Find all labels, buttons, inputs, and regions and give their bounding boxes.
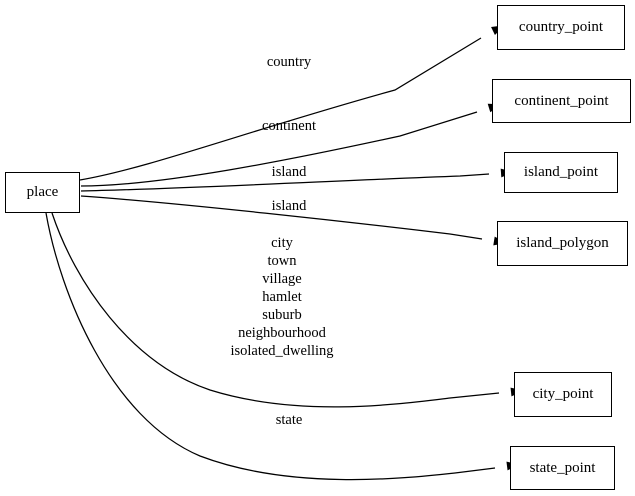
edge-label-place-state_point: state <box>276 413 303 428</box>
node-country_point[interactable]: country_point <box>497 5 625 50</box>
edge-label-place-city_point: city town village hamlet suburb neighbourhood… <box>230 234 333 360</box>
node-island_point[interactable]: island_point <box>504 152 618 193</box>
node-label-continent_point: continent_point <box>514 92 609 109</box>
edge-label-line: island <box>271 198 307 214</box>
node-state_point[interactable]: state_point <box>510 446 615 490</box>
edge-label-place-continent_point: continent <box>262 119 316 134</box>
node-label-state_point: state_point <box>529 459 596 476</box>
edge-label-line: isolated_dwelling <box>230 343 334 359</box>
edge-place-island_polygon <box>80 195 483 240</box>
edge-label-place-country_point: country <box>267 55 311 70</box>
edge-label-line: town <box>267 253 297 269</box>
edge-place-city_point <box>51 212 500 408</box>
edge-label-place-island_polygon: island <box>272 199 307 214</box>
edge-place-island_point <box>80 173 490 192</box>
edge-label-place-island_point: island <box>272 165 307 180</box>
edge-place-continent_point <box>80 111 478 187</box>
edge-label-line: neighbourhood <box>238 325 326 341</box>
edge-label-line: state <box>275 412 303 428</box>
node-label-island_point: island_point <box>523 164 599 180</box>
edge-label-line: country <box>266 54 312 70</box>
node-label-island_polygon: island_polygon <box>516 235 609 251</box>
edge-place-state_point <box>45 212 496 481</box>
node-label-city_point: city_point <box>532 386 594 402</box>
edge-label-line: village <box>262 271 302 287</box>
node-island_polygon[interactable]: island_polygon <box>497 221 628 266</box>
edge-label-line: hamlet <box>262 289 302 305</box>
node-label-place: place <box>26 184 59 200</box>
edge-label-line: suburb <box>262 307 302 323</box>
node-label-country_point: country_point <box>518 19 604 35</box>
edge-label-line: city <box>271 235 293 251</box>
node-continent_point[interactable]: continent_point <box>492 79 631 123</box>
node-city_point[interactable]: city_point <box>514 372 612 417</box>
node-place[interactable]: place <box>5 172 80 213</box>
edge-place-country_point <box>79 37 482 181</box>
edge-label-line: continent <box>262 118 316 134</box>
edge-label-line: island <box>271 164 307 180</box>
